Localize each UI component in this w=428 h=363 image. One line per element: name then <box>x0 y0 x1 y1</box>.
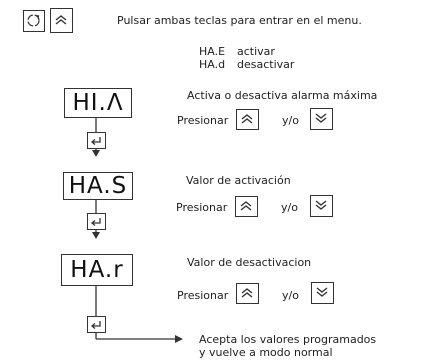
step-1-or: y/o <box>282 114 299 127</box>
enter-key-1[interactable] <box>87 132 106 149</box>
step-1-title: Activa o desactiva alarma máxima <box>187 89 378 102</box>
down-chevrons-icon <box>315 113 327 123</box>
down-chevrons-icon <box>316 287 328 297</box>
step-2-up-key[interactable] <box>235 196 258 217</box>
enter-arrow-icon <box>90 218 101 226</box>
up-chevrons-icon <box>241 288 253 298</box>
footer-line-1: Acepta los valores programados <box>199 333 377 346</box>
enter-key-2[interactable] <box>87 213 106 230</box>
circle-arrow-icon <box>27 14 40 27</box>
intro-text: Pulsar ambas teclas para entrar en el me… <box>117 14 362 27</box>
up-chevrons-icon <box>241 114 253 124</box>
up-chevrons-icon <box>240 201 252 211</box>
step-1-down-key[interactable] <box>310 108 333 130</box>
step-3-down-key[interactable] <box>311 282 334 304</box>
up-key[interactable] <box>50 8 73 33</box>
display-ha-s: HA.S <box>63 172 133 200</box>
enter-arrow-icon <box>90 321 101 329</box>
option-code-activar: HA.E <box>199 45 226 58</box>
step-3-up-key[interactable] <box>236 283 259 304</box>
step-2-or: y/o <box>281 201 298 214</box>
option-desc-activar: activar <box>237 45 275 58</box>
step-1-press: Presionar <box>177 114 229 127</box>
up-chevrons-icon <box>55 15 67 25</box>
enter-key-3[interactable] <box>87 316 106 333</box>
display-ha-r: HA.r <box>61 254 133 286</box>
step-3-or: y/o <box>282 289 299 302</box>
step-1-up-key[interactable] <box>236 109 259 130</box>
display-hi-alarm: HI.Λ <box>64 88 132 118</box>
step-3-title: Valor de desactivacion <box>187 256 312 269</box>
step-2-press: Presionar <box>176 201 228 214</box>
circle-key[interactable] <box>23 10 45 32</box>
enter-arrow-icon <box>90 137 101 145</box>
down-chevrons-icon <box>315 200 327 210</box>
step-2-down-key[interactable] <box>310 195 333 217</box>
step-3-press: Presionar <box>177 289 229 302</box>
option-desc-desactivar: desactivar <box>237 58 295 71</box>
step-2-title: Valor de activación <box>186 174 291 187</box>
footer-line-2: y vuelve a modo normal <box>199 346 333 359</box>
option-code-desactivar: HA.d <box>199 58 226 71</box>
